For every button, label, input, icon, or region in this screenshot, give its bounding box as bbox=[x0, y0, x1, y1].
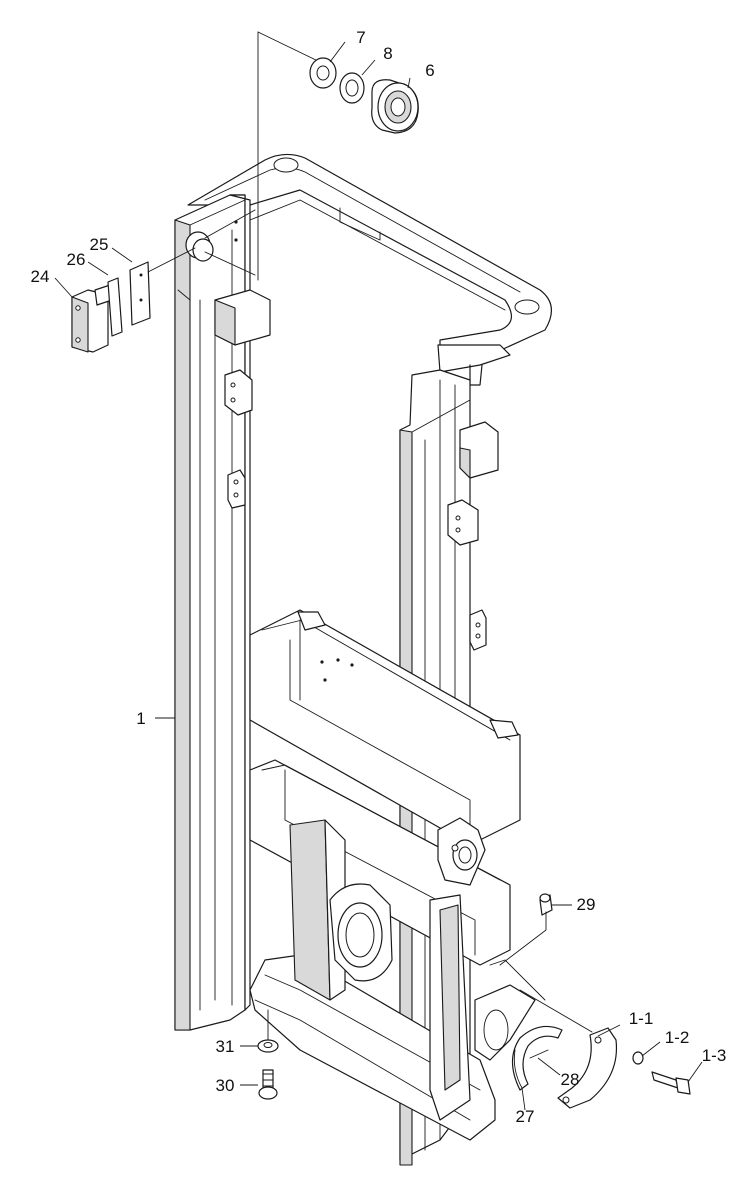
rail-brackets bbox=[214, 289, 499, 886]
callout-31: 31 bbox=[216, 1037, 235, 1056]
bearing-assembly bbox=[257, 31, 419, 281]
middle-crossmember bbox=[249, 609, 521, 846]
shim-set bbox=[71, 247, 196, 353]
callout-24: 24 bbox=[31, 267, 50, 286]
callout-1-2: 1-2 bbox=[665, 1028, 690, 1047]
callout-labels: 1 1-1 1-2 1-3 6 7 8 24 25 26 27 28 29 30… bbox=[31, 28, 727, 1126]
grease-fitting bbox=[499, 893, 553, 966]
callout-7: 7 bbox=[356, 28, 365, 47]
callout-27: 27 bbox=[516, 1107, 535, 1126]
callout-8: 8 bbox=[383, 44, 392, 63]
callout-6: 6 bbox=[425, 61, 434, 80]
bolt-washer-bottom bbox=[257, 1009, 279, 1100]
roller-pin bbox=[185, 209, 256, 276]
callout-26: 26 bbox=[67, 250, 86, 269]
callout-leaders bbox=[54, 41, 703, 1111]
bearing-cap bbox=[519, 989, 618, 1109]
callout-30: 30 bbox=[216, 1076, 235, 1095]
washer-and-bolt bbox=[632, 1051, 691, 1095]
bushing-halves bbox=[511, 1025, 563, 1091]
callout-29: 29 bbox=[577, 895, 596, 914]
callout-1-1: 1-1 bbox=[629, 1009, 654, 1028]
callout-25: 25 bbox=[90, 235, 109, 254]
callout-1-3: 1-3 bbox=[702, 1046, 727, 1065]
callout-1: 1 bbox=[136, 709, 145, 728]
bottom-base bbox=[249, 819, 546, 1141]
top-crossmember bbox=[187, 153, 552, 386]
callout-28: 28 bbox=[561, 1070, 580, 1089]
